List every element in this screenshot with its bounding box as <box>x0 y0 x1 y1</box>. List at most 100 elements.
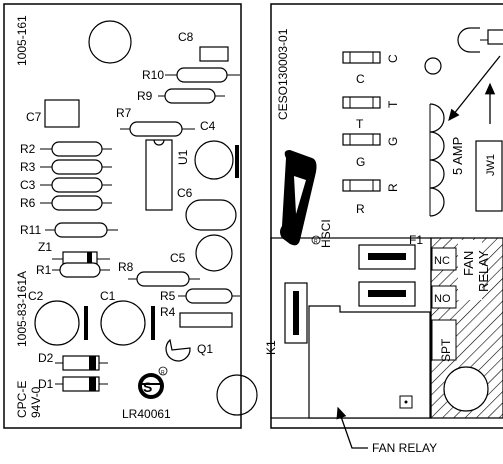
connector-block <box>487 29 503 45</box>
label-r8: R8 <box>118 260 134 274</box>
terminal-t <box>342 96 381 109</box>
capacitor-c4 <box>194 140 234 180</box>
label-r3: R3 <box>20 160 36 174</box>
jumper-jw1 <box>475 140 503 212</box>
relay-k1 <box>270 237 503 419</box>
label-z1: Z1 <box>38 240 52 254</box>
label-c2: C2 <box>28 289 44 303</box>
label-r1: R1 <box>36 263 52 277</box>
fuse-f1 <box>429 103 445 217</box>
label-terminal-t-side: T <box>386 100 400 108</box>
label-terminal-g-side: G <box>386 137 400 146</box>
label-r9: R9 <box>137 89 153 103</box>
mounting-hole-top <box>88 20 132 64</box>
label-terminal-g-under: G <box>356 155 365 169</box>
label-r7: R7 <box>116 106 132 120</box>
resistor-r5 <box>178 288 240 304</box>
ic-u1 <box>145 139 173 211</box>
relay-tab-lower <box>358 281 416 307</box>
csa-certification-mark-icon: R S <box>138 366 168 399</box>
label-d2: D2 <box>38 351 54 365</box>
callout-label: FAN RELAY <box>372 441 437 455</box>
resistor-r4 <box>179 312 233 328</box>
resistor-r8 <box>128 271 200 287</box>
capacitor-c2 <box>34 300 80 346</box>
fuse-rating: 5 AMP <box>450 137 465 175</box>
label-c5: C5 <box>170 251 186 265</box>
label-terminal-t-under: T <box>356 117 364 131</box>
label-c7: C7 <box>26 110 42 124</box>
label-c3: C3 <box>20 178 36 192</box>
small-hole <box>424 57 442 75</box>
label-r5: R5 <box>160 289 176 303</box>
label-terminal-c-under: C <box>356 72 365 86</box>
cert-code: LR40061 <box>122 407 171 421</box>
terminal-r <box>342 179 381 192</box>
capacitor-c7 <box>44 99 80 128</box>
resistor-r2 <box>40 141 112 157</box>
capacitor-c6 <box>185 199 237 231</box>
label-r11: R11 <box>20 223 41 237</box>
svg-text:R: R <box>161 370 165 376</box>
fan-relay-callout: FAN RELAY <box>336 406 437 455</box>
capacitor-c5 <box>195 234 233 272</box>
relay-coil-pin <box>284 282 308 344</box>
part-number-top: 1005-161 <box>15 15 29 66</box>
right-board: CESO130003-01 C C T T G G <box>264 3 503 429</box>
diode-d2 <box>55 355 108 371</box>
resistor-r1 <box>52 262 110 278</box>
label-c1: C1 <box>100 289 116 303</box>
resistor-r6 <box>40 195 112 211</box>
resistor-r10 <box>165 67 240 83</box>
hsci-label: HSCI <box>319 219 333 248</box>
label-terminal-r-side: R <box>386 183 400 192</box>
resistor-r7 <box>120 121 195 137</box>
resistor-r11 <box>45 222 118 238</box>
svg-text:R: R <box>314 239 318 245</box>
relay-contact-spt: SPT <box>439 338 453 362</box>
relay-contact-area <box>430 237 503 419</box>
svg-text:S: S <box>143 379 152 395</box>
relay-corner-pad <box>399 395 413 409</box>
resistor-r9 <box>158 88 225 104</box>
relay-name-line-2: RELAY <box>476 250 491 292</box>
terminal-g <box>342 133 381 146</box>
mounting-hole-relay <box>443 366 489 412</box>
relay-contact-no: NO <box>434 293 451 305</box>
fuse-arrow-diagonal <box>448 55 501 122</box>
resistor-r3 <box>40 159 112 175</box>
terminal-c <box>342 51 381 64</box>
relay-name-line-1: FAN <box>461 251 476 276</box>
label-r4: R4 <box>160 305 176 319</box>
capacitor-c8 <box>199 46 229 62</box>
left-board: 1005-161 1005-83-161A CPC-E 94V-0 C8 R10… <box>3 3 258 429</box>
part-number-side: 1005-83-161A <box>15 271 29 347</box>
label-c6: C6 <box>177 186 193 200</box>
capacitor-c1 <box>100 300 146 346</box>
mounting-hole-bottom <box>216 374 258 416</box>
fuse-label: F1 <box>409 233 423 247</box>
label-terminal-c-side: C <box>386 54 400 63</box>
label-c8: C8 <box>178 30 194 44</box>
transistor-q1 <box>165 338 191 362</box>
label-d1: D1 <box>38 377 54 391</box>
relay-inner-outline <box>308 305 431 419</box>
ul-listed-mark-icon: R <box>280 150 321 246</box>
connector-clip <box>457 27 471 53</box>
material-line-1: CPC-E <box>15 381 29 418</box>
relay-contact-nc: NC <box>434 255 450 267</box>
label-terminal-r-under: R <box>356 202 365 216</box>
label-r10: R10 <box>142 68 164 82</box>
label-q1: Q1 <box>197 342 213 356</box>
label-r6: R6 <box>20 196 36 210</box>
diode-d1 <box>55 376 108 392</box>
callout-arrow <box>336 406 368 449</box>
relay-ref: K1 <box>264 340 278 355</box>
capacitor-c3 <box>40 177 112 193</box>
right-part-number: CESO130003-01 <box>276 28 290 120</box>
relay-tab-upper <box>358 244 416 270</box>
label-c4: C4 <box>200 119 216 133</box>
material-line-2: 94V-0 <box>29 386 43 418</box>
jumper-label: JW1 <box>485 154 497 176</box>
